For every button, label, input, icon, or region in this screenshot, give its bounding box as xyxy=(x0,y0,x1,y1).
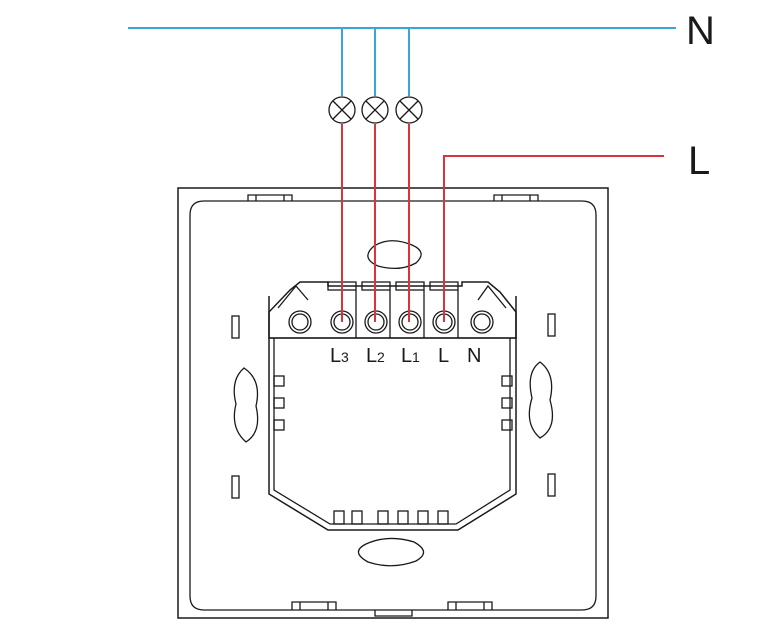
switch-outer-plate xyxy=(177,187,609,619)
svg-text:L: L xyxy=(366,345,377,367)
side-slots xyxy=(231,313,556,499)
lamp-icon xyxy=(328,96,356,124)
neutral-line-label: N xyxy=(686,9,715,53)
mounting-clips xyxy=(247,194,539,617)
terminal-label-n: N xyxy=(467,345,481,367)
live-wires xyxy=(341,124,664,322)
svg-text:L: L xyxy=(330,345,341,367)
live-feed-wire xyxy=(443,155,664,322)
back-box-inner xyxy=(273,338,511,525)
lamp-icon xyxy=(361,96,389,124)
lamp-icon xyxy=(395,96,423,124)
terminal-label-l: L xyxy=(438,345,449,367)
svg-text:2: 2 xyxy=(377,349,385,365)
side-tabs xyxy=(273,375,513,431)
terminal-label-l3: L 3 xyxy=(330,345,349,367)
svg-text:L: L xyxy=(401,345,412,367)
switch-inner-plate xyxy=(189,200,597,611)
svg-text:1: 1 xyxy=(412,349,420,365)
back-box-outline xyxy=(268,296,517,531)
neutral-wires xyxy=(128,27,676,96)
screw-holes xyxy=(233,240,554,567)
terminal-label-l1: L 1 xyxy=(401,345,420,367)
terminal-block xyxy=(268,281,517,339)
svg-text:3: 3 xyxy=(341,349,349,365)
terminal-label-l2: L 2 xyxy=(366,345,385,367)
bottom-tabs xyxy=(333,510,449,525)
live-line-label: L xyxy=(688,139,710,183)
